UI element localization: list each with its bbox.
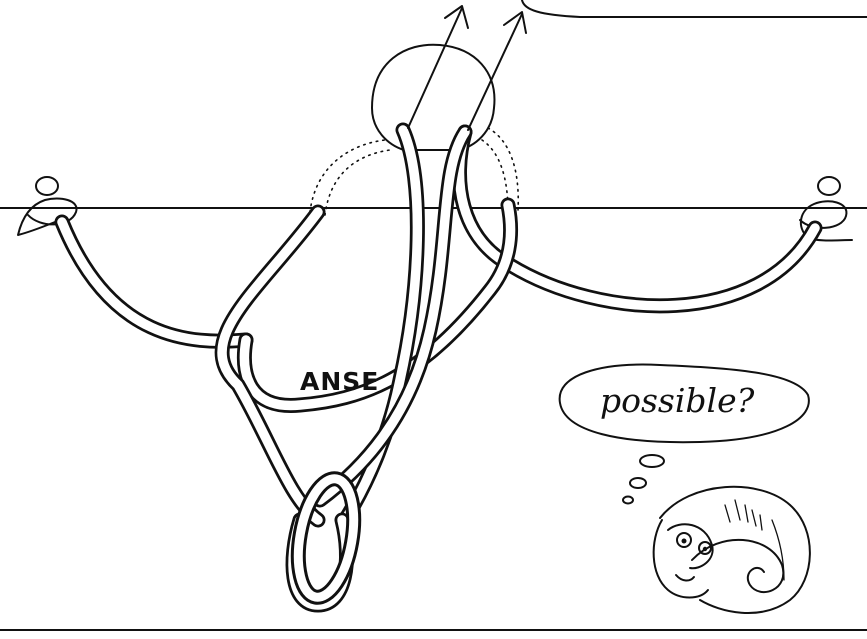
top-bubble-edge <box>522 0 867 17</box>
hidden-strand-left-2 <box>325 150 390 215</box>
hidden-strand-right <box>488 128 518 210</box>
hidden-strand-left <box>310 140 385 212</box>
strand-left-long <box>222 212 318 520</box>
wooden-ball-icon <box>372 45 494 150</box>
loop-label: ANSE <box>300 367 379 396</box>
snail-icon <box>654 487 810 613</box>
thought-text: possible? <box>600 381 755 420</box>
strand-right-inner <box>320 132 465 500</box>
arrow-icon-2 <box>468 12 526 130</box>
arrow-icon <box>408 6 468 128</box>
